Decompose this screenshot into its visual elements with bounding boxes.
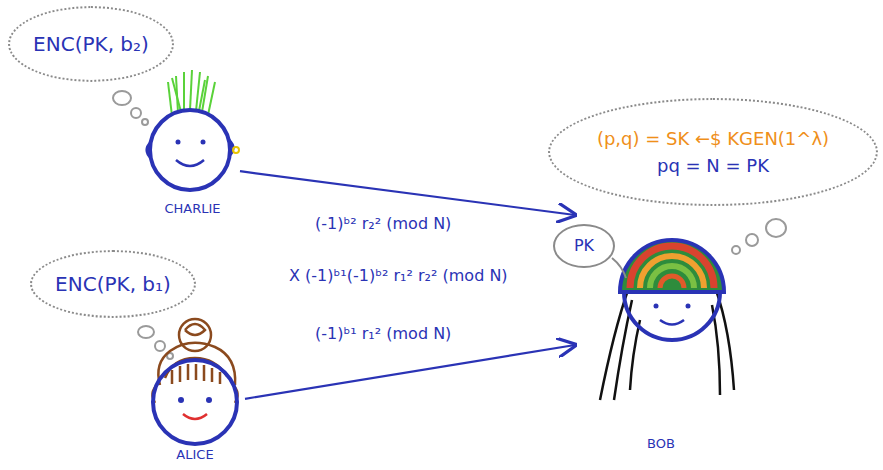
speech-bubble: PK <box>553 224 615 268</box>
thought-cloud: ENC(PK, b₂) <box>8 6 174 82</box>
message-arrow <box>240 171 575 215</box>
bob-figure <box>600 240 734 400</box>
node-text: ALICE <box>176 445 213 465</box>
thought-cloud: (p,q) = SK ←$ KGEN(1^λ)pq = N = PK <box>548 98 878 206</box>
edge-label: (-1)ᵇ¹ r₁² (mod N) <box>312 324 454 343</box>
thought-cloud: ENC(PK, b₁) <box>30 250 196 318</box>
person: ALICE <box>145 298 245 466</box>
edge-label: (-1)ᵇ² r₂² (mod N) <box>312 214 454 233</box>
node-text: (p,q) = SK ←$ KGEN(1^λ) <box>597 125 829 152</box>
node-text: ENC(PK, b₂) <box>33 29 149 59</box>
alice-figure <box>152 319 237 444</box>
node-text: pq = N = PK <box>657 152 769 179</box>
product-label: X (-1)ᵇ¹(-1)ᵇ² r₁² r₂² (mod N) <box>286 266 511 285</box>
person: CHARLIE <box>145 98 240 220</box>
thought-dots <box>113 91 148 125</box>
node-text: CHARLIE <box>164 199 220 219</box>
node-text: PK <box>574 234 594 258</box>
person: BOB <box>575 205 747 455</box>
thought-dots <box>732 219 786 254</box>
charlie-figure <box>147 70 239 190</box>
message-arrow <box>245 345 575 399</box>
node-text: BOB <box>647 434 675 454</box>
node-text: ENC(PK, b₁) <box>55 269 171 299</box>
